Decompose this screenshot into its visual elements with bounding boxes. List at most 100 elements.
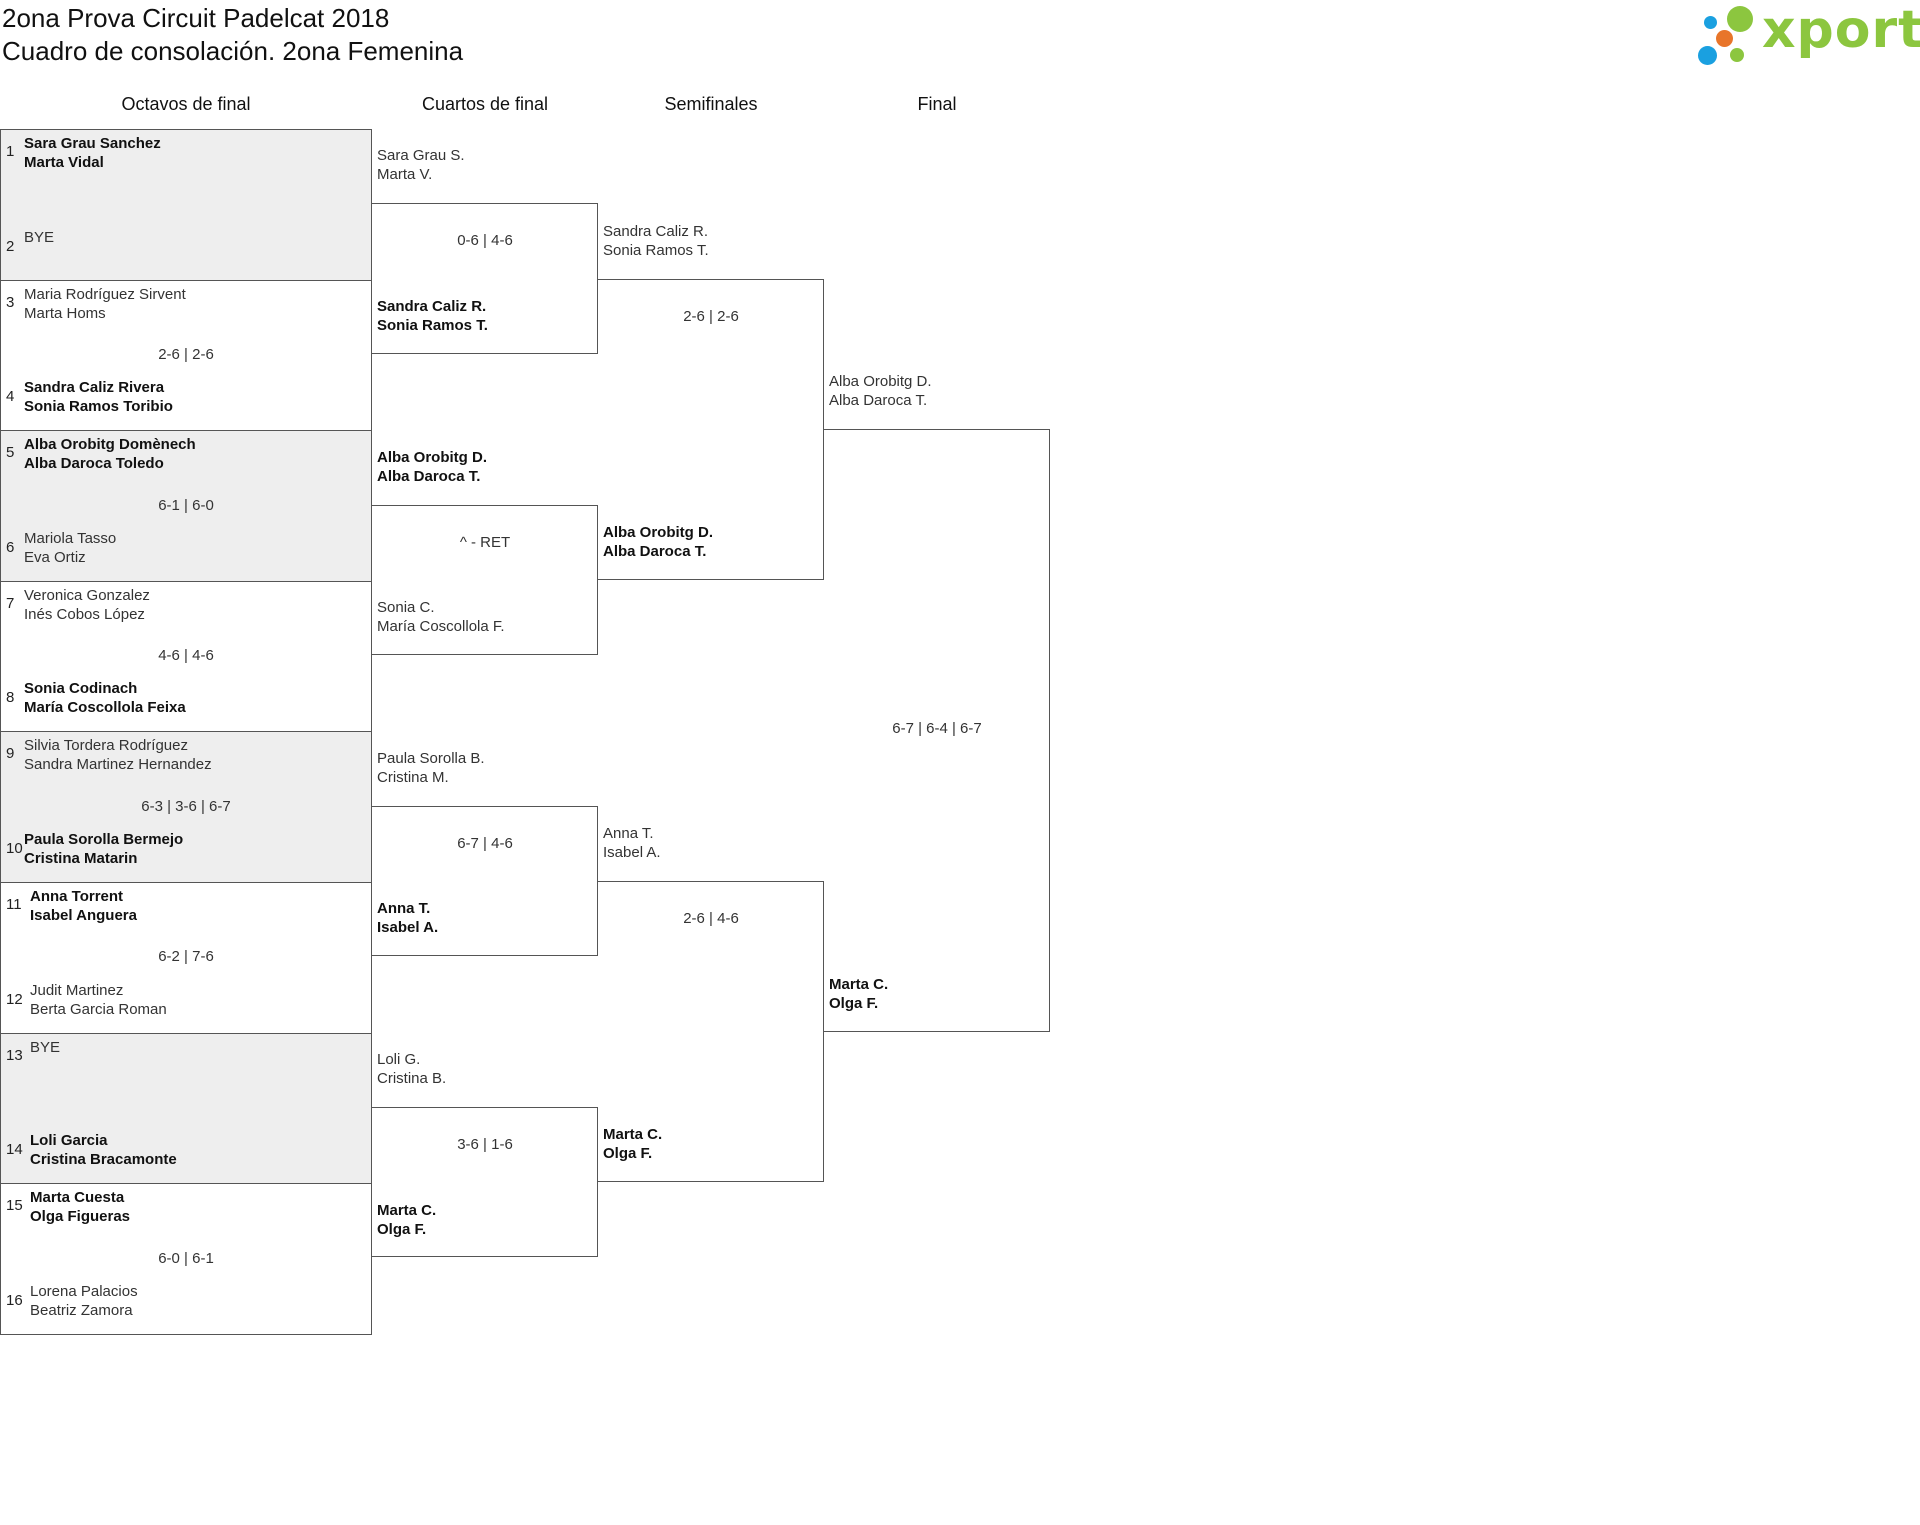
team-name: Inés Cobos López	[24, 605, 145, 623]
match-box	[0, 731, 372, 883]
seed-number: 10	[6, 840, 23, 857]
team-name: Marta C.	[377, 1201, 437, 1219]
team-name: Marta C.	[603, 1126, 663, 1144]
round-header-final: Final	[917, 94, 957, 114]
semis-connector	[598, 881, 824, 1183]
team-name: María Coscollola F.	[377, 618, 505, 636]
page-title: 2ona Prova Circuit Padelcat 2018	[2, 3, 390, 33]
team-name: Alba Orobitg Domènech	[24, 436, 196, 454]
team-name: Isabel A.	[377, 919, 439, 937]
team-name: Paula Sorolla B.	[377, 749, 485, 767]
round-header-cuartos: Cuartos de final	[421, 94, 549, 114]
seed-number: 7	[6, 594, 15, 612]
team-name: Sandra Caliz R.	[377, 297, 487, 315]
team-name: Alba Orobitg D.	[603, 523, 713, 541]
team-name: Marta Cuesta	[30, 1189, 125, 1207]
team-name: Alba Orobitg D.	[377, 448, 487, 466]
team-name: Alba Orobitg D.	[829, 373, 932, 391]
match-box	[0, 129, 372, 281]
seed-number: 16	[6, 1291, 23, 1309]
match-score: 4-6 | 4-6	[158, 647, 214, 665]
team-name: Marta Vidal	[24, 154, 104, 171]
team-name: Olga F.	[377, 1220, 427, 1238]
team-name: Isabel Anguera	[30, 907, 137, 924]
match-score: 2-6 | 2-6	[683, 307, 739, 325]
team-name: Anna T.	[603, 825, 654, 842]
team-name: Alba Daroca Toledo	[24, 455, 164, 473]
team-name: Sonia C.	[377, 599, 435, 617]
team-name: María Coscollola Feixa	[24, 699, 186, 717]
page-subtitle: Cuadro de consolación. 2ona Femenina	[2, 36, 464, 66]
team-name: Alba Daroca T.	[377, 467, 481, 485]
seed-number: 11	[6, 896, 22, 913]
team-name: Sandra Caliz R.	[603, 222, 709, 240]
cuartos-connector	[372, 1106, 598, 1258]
cuartos-connector	[372, 805, 598, 957]
logo-dot-orange	[1716, 30, 1733, 47]
team-name: Loli Garcia	[30, 1132, 108, 1150]
seed-number: 9	[6, 745, 15, 763]
team-name: Marta Homs	[24, 304, 106, 322]
team-name: Olga Figueras	[30, 1208, 131, 1226]
team-name: Eva Ortiz	[24, 548, 86, 566]
match-score: 6-2 | 7-6	[158, 948, 214, 966]
team-name: Sonia Codinach	[24, 680, 138, 698]
final-connector	[824, 429, 1050, 1032]
team-name: Berta Garcia Roman	[30, 1000, 167, 1018]
seed-number: 15	[6, 1197, 23, 1215]
team-name: BYE	[30, 1038, 61, 1056]
seed-number: 14	[6, 1141, 23, 1159]
seed-number: 6	[6, 538, 15, 556]
team-name: Alba Daroca T.	[829, 392, 928, 410]
team-name: Paula Sorolla Bermejo	[24, 831, 184, 848]
seed-number: 1	[6, 143, 15, 160]
team-name: Sonia Ramos Toribio	[24, 398, 173, 416]
team-name: Beatriz Zamora	[30, 1301, 133, 1319]
team-name: Sonia Ramos T.	[377, 316, 488, 334]
seed-number: 4	[6, 388, 15, 406]
seed-number: 8	[6, 689, 15, 707]
team-name: Sandra Martinez Hernandez	[24, 756, 212, 774]
team-name: BYE	[24, 228, 55, 246]
team-name: Mariola Tasso	[24, 529, 117, 547]
team-name: Cristina Matarin	[24, 850, 138, 867]
team-name: Olga F.	[829, 994, 879, 1012]
match-score: 0-6 | 4-6	[457, 232, 513, 250]
match-score: 6-7 | 4-6	[457, 834, 513, 852]
team-name: Veronica Gonzalez	[24, 586, 150, 604]
team-name: Olga F.	[603, 1145, 653, 1163]
match-score: 2-6 | 2-6	[158, 345, 214, 363]
team-name: Sara Grau S.	[377, 147, 465, 165]
match-score: 6-0 | 6-1	[158, 1249, 214, 1267]
seed-number: 3	[6, 293, 15, 311]
semis-connector	[598, 278, 824, 580]
round-header-octavos: Octavos de final	[121, 94, 251, 114]
team-name: Marta V.	[377, 166, 433, 184]
round-header-semis: Semifinales	[664, 94, 758, 114]
cuartos-connector	[372, 504, 598, 656]
seed-number: 13	[6, 1046, 23, 1064]
match-score: ^ - RET	[459, 533, 511, 551]
match-score: 6-1 | 6-0	[158, 496, 214, 514]
match-box	[0, 430, 372, 582]
team-name: Loli G.	[377, 1050, 421, 1068]
team-name: Silvia Tordera Rodríguez	[24, 737, 188, 755]
team-name: Cristina M.	[377, 768, 449, 786]
team-name: Cristina Bracamonte	[30, 1151, 177, 1169]
match-score: 6-7 | 6-4 | 6-7	[892, 720, 982, 738]
match-score: 2-6 | 4-6	[683, 910, 739, 927]
team-name: Anna T.	[377, 900, 431, 918]
logo-dot-green-small	[1730, 48, 1744, 62]
match-box	[0, 1032, 372, 1185]
team-name: Judit Martinez	[30, 981, 124, 999]
team-name: Sandra Caliz Rivera	[24, 379, 165, 397]
seed-number: 12	[6, 990, 23, 1008]
logo-dot-green	[1727, 6, 1753, 32]
team-name: Lorena Palacios	[30, 1282, 138, 1300]
cuartos-connector	[372, 203, 598, 354]
logo-text: xporty	[1762, 0, 1920, 60]
logo-dot-blue-small	[1704, 16, 1717, 29]
match-score: 6-3 | 3-6 | 6-7	[141, 797, 231, 815]
team-name: Isabel A.	[603, 844, 661, 861]
xporty-logo: xporty	[1692, 0, 1920, 72]
